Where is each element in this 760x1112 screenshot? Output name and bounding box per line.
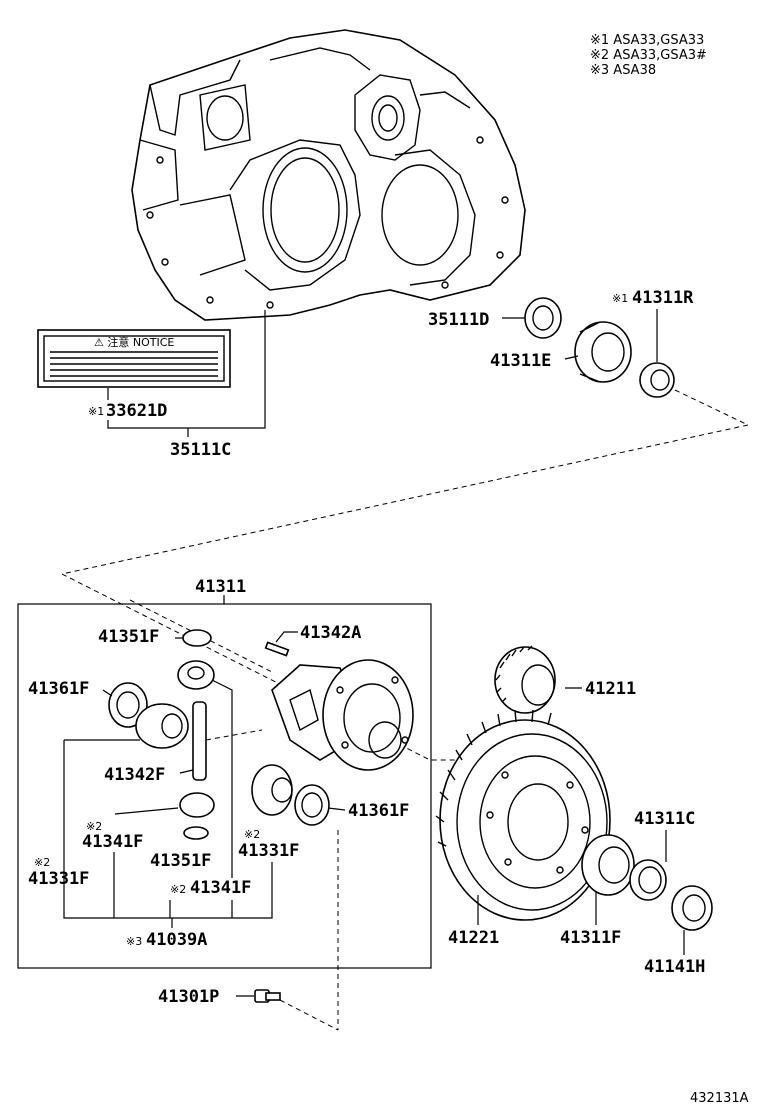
differential-assembly-box [17,603,432,969]
label-41351F-top: 41351F [98,627,159,647]
ring-41311C [629,859,667,901]
label-41341F-bottom: 41341F [190,878,251,898]
label-41342A: 41342A [300,623,361,643]
label-41342F: 41342F [104,765,165,785]
pin-41342A [264,641,290,657]
bearing-41311E [574,321,632,383]
label-41311C: 41311C [634,809,695,829]
side-gear-left [135,703,189,749]
pinion-gear-41341F [179,792,215,818]
label-41331F-left-mark: ※2 [34,856,50,869]
label-41311E: 41311E [490,351,551,371]
ring-41311R [639,362,675,398]
figure-id: 432131A [690,1091,749,1106]
label-41331F-right-mark: ※2 [244,828,260,841]
label-41351F-bottom: 41351F [150,851,211,871]
drive-pinion-gear-41211 [494,645,556,714]
label-41341F: 41341F [82,832,143,852]
label-41039A-mark: ※3 [126,935,142,948]
label-33621D: 33621D [106,401,167,421]
ring-gear-41221 [435,709,611,921]
side-gear-right [251,764,293,816]
bearing-41311F [581,834,635,896]
washer-41351F-bottom [183,826,209,840]
label-41331F-left: 41331F [28,869,89,889]
label-41301P: 41301P [158,987,219,1007]
label-35111C: 35111C [170,440,231,460]
label-41311R-mark: ※1 [612,292,628,305]
oil-seal-41141H [671,885,713,931]
label-41211: 41211 [585,679,636,699]
oil-seal-35111D [524,297,562,339]
note-3: ※3 ASA38 [590,63,656,78]
label-41141H: 41141H [644,957,705,977]
label-41361F-left: 41361F [28,679,89,699]
washer-41351F-top [182,629,212,647]
transaxle-housing-illustration [131,29,526,321]
thrust-washer-41361F-right [294,784,330,826]
note-2: ※2 ASA33,GSA3# [590,48,707,63]
note-1: ※1 ASA33,GSA33 [590,33,704,48]
bolt-41301P [254,989,281,1003]
label-41331F-right: 41331F [238,841,299,861]
label-41311: 41311 [195,577,246,597]
label-41311R: 41311R [632,288,694,308]
pinion-gear-top [177,660,215,690]
notice-plate: ⚠ 注意 NOTICE [37,329,231,388]
label-41311F: 41311F [560,928,621,948]
pinion-shaft-41342F [192,701,207,781]
applicability-notes: ※1 ASA33,GSA33 ※2 ASA33,GSA3# ※3 ASA38 [590,33,707,78]
label-41361F-right: 41361F [348,801,409,821]
label-41221: 41221 [448,928,499,948]
label-35111D: 35111D [428,310,489,330]
label-41341F-mark: ※2 [86,820,102,833]
label-41341F-bottom-mark: ※2 [170,883,186,896]
thrust-washer-41361F-left [108,682,148,728]
label-41039A: 41039A [146,930,207,950]
notice-plate-text: ⚠ 注意 NOTICE [94,335,174,349]
label-33621D-mark: ※1 [88,405,104,418]
differential-case [271,659,414,771]
